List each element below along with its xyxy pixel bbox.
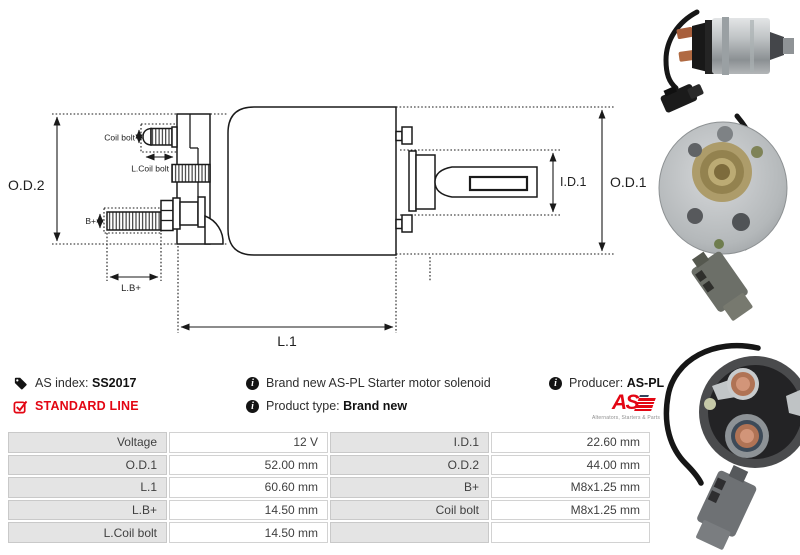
label-coil-bolt: Coil bolt [104, 133, 135, 143]
description-text: Brand new AS-PL Starter motor solenoid [266, 376, 491, 390]
disc-hole [687, 208, 703, 224]
photo-mount-view [658, 113, 788, 321]
info-icon: i [246, 376, 259, 390]
label-id1: I.D.1 [560, 175, 586, 189]
spec-label: L.1 [8, 477, 167, 498]
plate-detail-lines [161, 114, 199, 222]
metal-tab [704, 398, 716, 410]
wire-connector [660, 84, 704, 113]
spec-value: 22.60 mm [491, 432, 650, 453]
label-l1: L.1 [277, 333, 297, 349]
info-column-left: AS index: SS2017 STANDARD LINE [13, 375, 139, 421]
producer-line: i Producer: AS-PL [549, 375, 664, 391]
info-icon: i [549, 376, 562, 390]
spec-label: L.Coil bolt [8, 522, 167, 543]
paint-dot [714, 239, 724, 249]
dimension-labels: O.D.2 Coil bolt L.Coil bolt B+ L.B+ L.1 … [8, 133, 647, 350]
photo-side-view [660, 9, 794, 113]
spec-label: I.D.1 [330, 432, 489, 453]
spec-table: Voltage 12 V I.D.1 22.60 mm O.D.1 52.00 … [8, 432, 650, 543]
disc-hole [732, 213, 750, 231]
body-ring [750, 20, 754, 72]
plunger-cone [770, 32, 784, 60]
producer-text: Producer: AS-PL [569, 376, 665, 390]
copper-terminal-center [736, 377, 750, 391]
solenoid-outline [106, 106, 538, 256]
description-line: i Brand new AS-PL Starter motor solenoid [246, 375, 491, 391]
technical-drawing: O.D.2 Coil bolt L.Coil bolt B+ L.B+ L.1 … [8, 106, 647, 350]
standard-line-text: STANDARD LINE [35, 399, 139, 413]
logo-tagline: Alternators, Starters & Parts [592, 415, 661, 421]
spec-label: B+ [330, 477, 489, 498]
info-column-middle: i Brand new AS-PL Starter motor solenoid… [246, 375, 491, 421]
body-ring [722, 17, 729, 75]
spec-value: M8x1.25 mm [491, 477, 650, 498]
photo-front-view [663, 342, 800, 550]
spec-label [330, 522, 489, 543]
spec-value: 14.50 mm [169, 499, 328, 521]
label-od2: O.D.2 [8, 177, 45, 193]
plug-connector [691, 251, 753, 321]
info-icon: i [246, 399, 259, 413]
spec-value: 44.00 mm [491, 454, 650, 476]
logo-as-text: AS [611, 391, 640, 414]
label-l-b-plus: L.B+ [121, 283, 141, 294]
product-type-line: i Product type: Brand new [246, 398, 491, 414]
disc-hole [688, 143, 702, 157]
wire [663, 9, 700, 91]
spec-value: 60.60 mm [169, 477, 328, 498]
end-cap [692, 22, 708, 72]
spec-label: Coil bolt [330, 499, 489, 521]
standard-line-badge: STANDARD LINE [13, 398, 139, 414]
spec-label: Voltage [8, 432, 167, 453]
tag-icon [14, 377, 27, 389]
spec-value: 12 V [169, 432, 328, 453]
product-type-text: Product type: Brand new [266, 399, 408, 413]
metal-tab [786, 390, 800, 416]
plug-connector [696, 465, 757, 550]
spec-label: L.B+ [8, 499, 167, 521]
spec-value: 14.50 mm [169, 522, 328, 543]
disc-hole [717, 126, 733, 142]
checkbox-check-icon [13, 400, 28, 413]
spec-value [491, 522, 650, 543]
wire [663, 342, 761, 486]
spec-label: O.D.1 [8, 454, 167, 476]
spec-label: O.D.2 [330, 454, 489, 476]
as-pl-logo: AS Alternators, Starters & Parts [592, 391, 661, 421]
paint-dot [751, 146, 763, 158]
cylinder-body [712, 18, 770, 74]
copper-stud [676, 27, 694, 39]
plunger-tip [783, 38, 794, 54]
as-index-text: AS index: SS2017 [35, 376, 137, 390]
cap-rim [705, 20, 714, 74]
label-l-coil-bolt: L.Coil bolt [131, 164, 169, 174]
spec-value: M8x1.25 mm [491, 499, 650, 521]
center-bolt [714, 164, 730, 180]
spec-value: 52.00 mm [169, 454, 328, 476]
dimension-arrows [53, 109, 606, 331]
copper-stud [678, 50, 695, 62]
copper-terminal-center [740, 429, 754, 443]
as-index-line: AS index: SS2017 [13, 375, 139, 391]
label-b-plus: B+ [85, 216, 96, 226]
label-od1: O.D.1 [610, 174, 647, 190]
info-column-right: i Producer: AS-PL [549, 375, 664, 398]
